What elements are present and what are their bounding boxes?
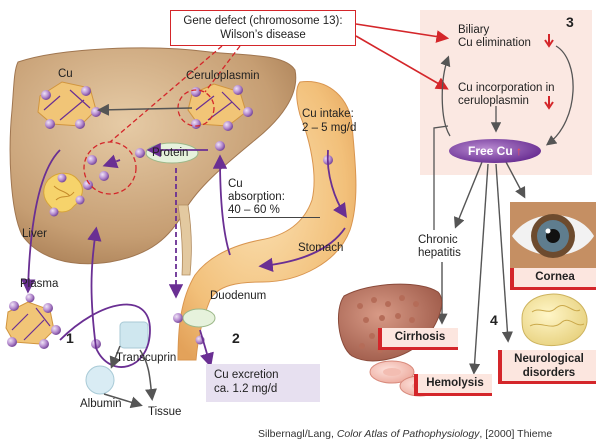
free-cu-oval: Free Cu ↑ bbox=[449, 139, 541, 163]
bile-duct-shape bbox=[177, 204, 192, 276]
step-number-2: 2 bbox=[232, 330, 240, 346]
label-ceruloplasmin: Ceruloplasmin bbox=[186, 70, 260, 82]
cirrhosis-label: Cirrhosis bbox=[394, 331, 446, 343]
brain-image bbox=[521, 293, 588, 346]
neurological-line2: disorders bbox=[522, 367, 576, 379]
label-cu-absorption-1: Cu bbox=[228, 178, 243, 190]
hemolysis-box: Hemolysis bbox=[414, 374, 492, 396]
hemolysis-label: Hemolysis bbox=[426, 377, 484, 389]
label-stomach: Stomach bbox=[298, 242, 344, 254]
label-cu-intake-2: 2 – 5 mg/d bbox=[302, 122, 357, 134]
free-cu-label: Free Cu bbox=[467, 144, 513, 158]
free-cu-outward-arrows bbox=[436, 161, 526, 375]
neurological-box: Neurological disorders bbox=[498, 350, 596, 384]
cu-complex-plasma bbox=[5, 301, 55, 345]
label-albumin: Albumin bbox=[80, 398, 122, 410]
cornea-eye-image bbox=[510, 202, 596, 268]
cu-beads bbox=[7, 85, 333, 349]
cu-excretion-line2: ca. 1.2 mg/d bbox=[214, 383, 278, 395]
label-chronic-1: Chronic bbox=[418, 234, 458, 246]
albumin-shape bbox=[85, 365, 115, 395]
label-transcuprin: Transcuprin bbox=[116, 352, 177, 364]
label-protein: Protein bbox=[152, 147, 189, 159]
credit-edition: , [2000] Thieme bbox=[479, 428, 553, 440]
label-cu-absorption-2: absorption: bbox=[228, 191, 285, 203]
label-cu: Cu bbox=[58, 68, 73, 80]
panel3-arrows bbox=[433, 45, 574, 230]
cornea-box: Cornea bbox=[510, 268, 596, 290]
label-duodenum: Duodenum bbox=[210, 290, 267, 302]
step-number-4: 4 bbox=[490, 312, 498, 328]
cu-excretion-box: Cu excretion ca. 1.2 mg/d bbox=[206, 364, 320, 402]
label-chronic-2: hepatitis bbox=[418, 247, 461, 259]
credit-title: Color Atlas of Pathophysiology bbox=[336, 428, 480, 440]
label-cu-intake-1: Cu intake: bbox=[302, 108, 354, 120]
image-credit: Silbernagl/Lang, Color Atlas of Pathophy… bbox=[258, 428, 552, 440]
label-tissue: Tissue bbox=[148, 406, 182, 418]
gene-defect-box: Gene defect (chromosome 13): Wilson’s di… bbox=[170, 10, 356, 46]
gene-defect-line1: Gene defect (chromosome 13): bbox=[183, 15, 343, 27]
duodenum-transporter-oval bbox=[182, 308, 216, 328]
gene-defect-arrows bbox=[355, 23, 450, 90]
liver-cell-blob bbox=[43, 172, 83, 213]
label-biliary-1: Biliary bbox=[458, 24, 490, 36]
step-number-3: 3 bbox=[566, 14, 574, 30]
gene-defect-line2: Wilson’s disease bbox=[220, 29, 306, 41]
free-cu-up-arrow-icon: ↑ bbox=[516, 144, 523, 158]
gray-flow-arrows bbox=[97, 103, 193, 409]
transcuprin-shape bbox=[119, 321, 149, 349]
step-number-1: 1 bbox=[66, 330, 74, 346]
neurological-line1: Neurological bbox=[514, 353, 584, 365]
label-incorporation-1: Cu incorporation in bbox=[458, 82, 555, 94]
label-plasma: Plasma bbox=[20, 278, 59, 290]
copper-flow-arrows bbox=[21, 142, 347, 368]
biliary-down-arrow bbox=[544, 34, 554, 48]
cirrhosis-box: Cirrhosis bbox=[378, 328, 458, 350]
label-biliary-2: Cu elimination bbox=[458, 37, 531, 49]
incorporation-down-arrow bbox=[544, 96, 554, 110]
cu-excretion-line1: Cu excretion bbox=[214, 369, 279, 381]
label-cu-absorption-3: 40 – 60 % bbox=[228, 204, 320, 218]
label-liver: Liver bbox=[22, 228, 47, 240]
credit-authors: Silbernagl/Lang, bbox=[258, 428, 337, 440]
stomach-shape bbox=[177, 81, 357, 361]
label-incorporation-2: ceruloplasmin bbox=[458, 95, 529, 107]
cornea-label: Cornea bbox=[535, 271, 575, 283]
